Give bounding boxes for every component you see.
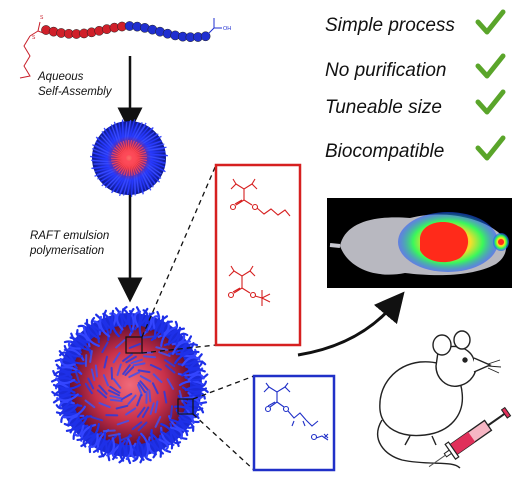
in-vivo-fluorescence-image xyxy=(327,198,512,288)
feature-simple-process: Simple process xyxy=(325,15,455,36)
polymerisation-step-label: RAFT emulsion polymerisation xyxy=(30,229,109,259)
check-icon xyxy=(475,89,506,115)
butyl-methacrylate-structure xyxy=(229,178,291,217)
hydrophilic-monomer-box xyxy=(252,374,336,472)
svg-text:S: S xyxy=(32,35,36,41)
zoom-lines xyxy=(141,164,255,471)
hydroxyl-end-group: OH xyxy=(207,18,231,35)
macro-raft-polymer-chain: S S OH xyxy=(19,15,231,79)
raft-end-group: S S xyxy=(19,15,47,79)
check-icon xyxy=(475,135,506,161)
check-icon xyxy=(475,53,506,79)
svg-text:S: S xyxy=(40,15,44,21)
nanoparticle xyxy=(50,305,209,465)
zoom-square-core xyxy=(125,336,143,354)
mouse-illustration xyxy=(376,330,502,469)
feature-biocompatible: Biocompatible xyxy=(325,141,445,162)
self-assembly-step-label: Aqueous Self-Assembly xyxy=(38,70,112,100)
oh-label: OH xyxy=(223,26,231,32)
oegma-structure xyxy=(263,382,329,441)
hydrophobic-monomer-box xyxy=(214,163,302,347)
tert-butyl-methacrylate-structure xyxy=(227,265,271,306)
self-assembly-line-1: Aqueous xyxy=(38,71,84,83)
feature-no-purification: No purification xyxy=(325,60,447,81)
self-assembly-line-2: Self-Assembly xyxy=(38,86,112,98)
hydrophilic-bead xyxy=(200,31,211,42)
check-icon xyxy=(475,9,506,35)
feature-tuneable-size: Tuneable size xyxy=(325,97,442,118)
application-arrow xyxy=(297,291,405,357)
syringe-illustration xyxy=(428,406,512,468)
polymerisation-line-1: RAFT emulsion xyxy=(30,230,110,242)
micelle xyxy=(89,119,168,197)
zoom-square-shell xyxy=(177,398,194,415)
polymerisation-line-2: polymerisation xyxy=(30,245,105,257)
